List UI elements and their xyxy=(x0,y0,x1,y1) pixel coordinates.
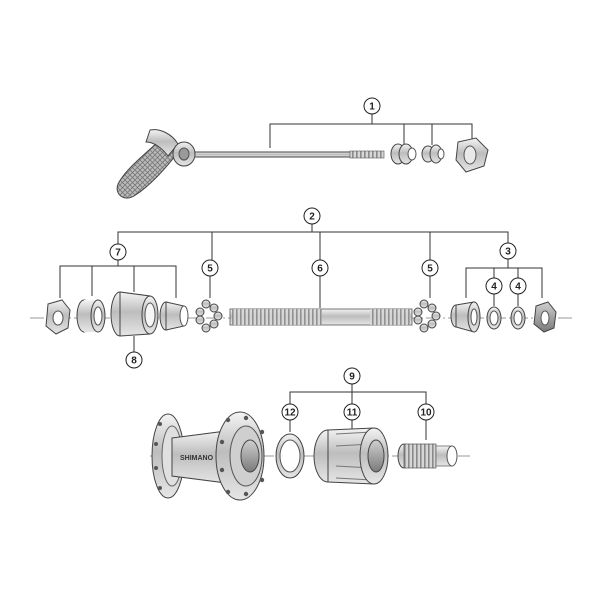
skewer-thread xyxy=(349,150,385,159)
callout-8-label: 8 xyxy=(131,356,137,367)
ball-bearing-icon xyxy=(195,299,223,333)
spacer-ring-icon xyxy=(275,433,305,479)
lock-nut-icon xyxy=(533,301,557,333)
dust-cap-icon xyxy=(110,291,159,337)
callout-11 xyxy=(343,403,361,421)
freehub-body-icon xyxy=(313,427,389,485)
hub-body-group: SHIMANO 9 12 11 10 xyxy=(150,367,470,501)
callout-10 xyxy=(417,403,435,421)
callout-9-label: 9 xyxy=(349,372,355,383)
callout-12-label: 12 xyxy=(284,408,296,419)
ball-bearing-icon xyxy=(413,299,441,333)
axle-assembly-group: 2 7 5 6 5 3 4 4 8 xyxy=(30,207,575,369)
callout-3-label: 3 xyxy=(505,247,511,258)
callout-10-label: 10 xyxy=(420,408,432,419)
callout-4-right-label: 4 xyxy=(515,282,521,293)
washer-icon xyxy=(510,306,526,330)
callout-3 xyxy=(499,242,517,260)
skewer-rod xyxy=(177,151,357,158)
hub-shell: SHIMANO xyxy=(151,411,265,501)
washer-icon xyxy=(486,306,502,330)
callout-12 xyxy=(281,403,299,421)
spring-icon xyxy=(421,144,445,164)
brand-label: SHIMANO xyxy=(180,455,214,462)
spring-icon xyxy=(390,143,417,165)
callout-1 xyxy=(363,97,381,115)
lock-nut-icon xyxy=(45,299,71,335)
callout-2 xyxy=(303,207,321,225)
hub-axle xyxy=(229,308,413,326)
threaded-sleeve-icon xyxy=(397,443,458,469)
callout-4-right xyxy=(509,277,527,295)
callout-7-label: 7 xyxy=(115,248,121,259)
spacer-icon xyxy=(76,299,106,333)
callout-6-label: 6 xyxy=(317,264,323,275)
callout-4-left xyxy=(485,277,503,295)
adjusting-nut-icon xyxy=(455,137,489,173)
callout-2-label: 2 xyxy=(309,212,315,223)
callout-7 xyxy=(109,243,127,261)
quick-release-group: 1 xyxy=(116,97,489,199)
callout-4-left-label: 4 xyxy=(491,282,497,293)
callout-11-label: 11 xyxy=(347,408,358,419)
cone-icon xyxy=(159,301,189,331)
callout-5-right-label: 5 xyxy=(427,264,433,275)
callout-9 xyxy=(343,367,361,385)
callout-8 xyxy=(125,351,143,369)
callout-5-left-label: 5 xyxy=(207,264,213,275)
quick-release-lever-icon xyxy=(116,139,179,199)
callout-1-label: 1 xyxy=(369,102,375,113)
right-cone-icon xyxy=(450,301,481,333)
